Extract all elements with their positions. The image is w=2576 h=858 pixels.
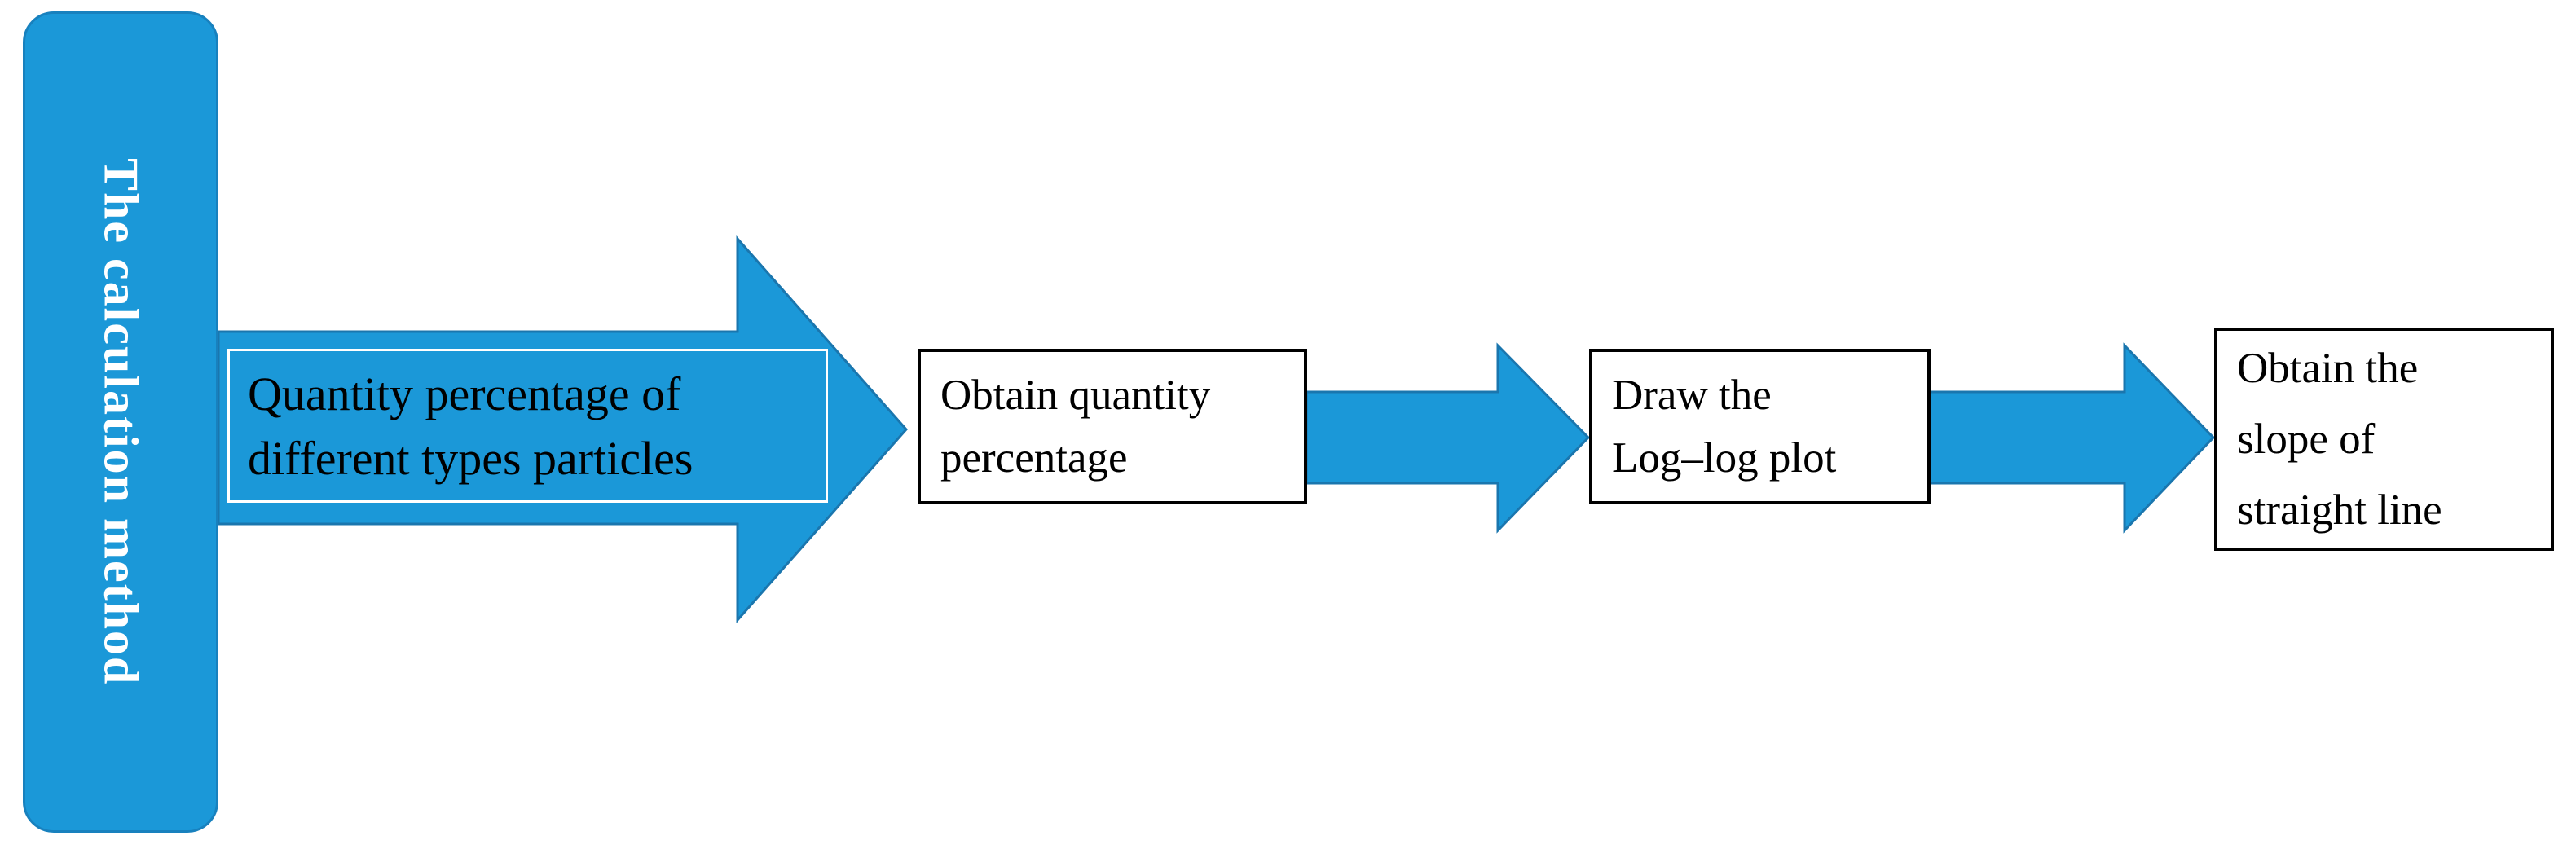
method-banner: The calculation method	[23, 11, 218, 833]
step-box-1-line-1: Obtain quantity	[940, 371, 1211, 419]
step-box-3-line-1: Obtain the	[2237, 344, 2419, 392]
step-box-2-line-2: Log–log plot	[1612, 433, 1837, 482]
step-box-draw-log-log-plot: Draw the Log–log plot	[1589, 349, 1931, 504]
connector-arrow-1	[1305, 342, 1591, 534]
step-box-obtain-slope: Obtain the slope of straight line	[2214, 328, 2554, 551]
method-banner-label: The calculation method	[94, 158, 148, 686]
step-box-3-line-2: slope of	[2237, 415, 2376, 463]
step-box-3-line-3: straight line	[2237, 486, 2442, 534]
step-box-obtain-quantity-percentage: Obtain quantity percentage	[918, 349, 1307, 504]
quantity-percentage-arrow-label: Quantity percentage of different types p…	[227, 349, 828, 503]
arrow-label-line-1: Quantity percentage of	[248, 367, 681, 420]
connector-arrow-2	[1928, 342, 2216, 534]
arrow-label-line-2: different types particles	[248, 431, 694, 485]
step-box-2-line-1: Draw the	[1612, 371, 1772, 419]
step-box-1-line-2: percentage	[940, 433, 1128, 482]
quantity-percentage-arrow	[217, 235, 909, 623]
